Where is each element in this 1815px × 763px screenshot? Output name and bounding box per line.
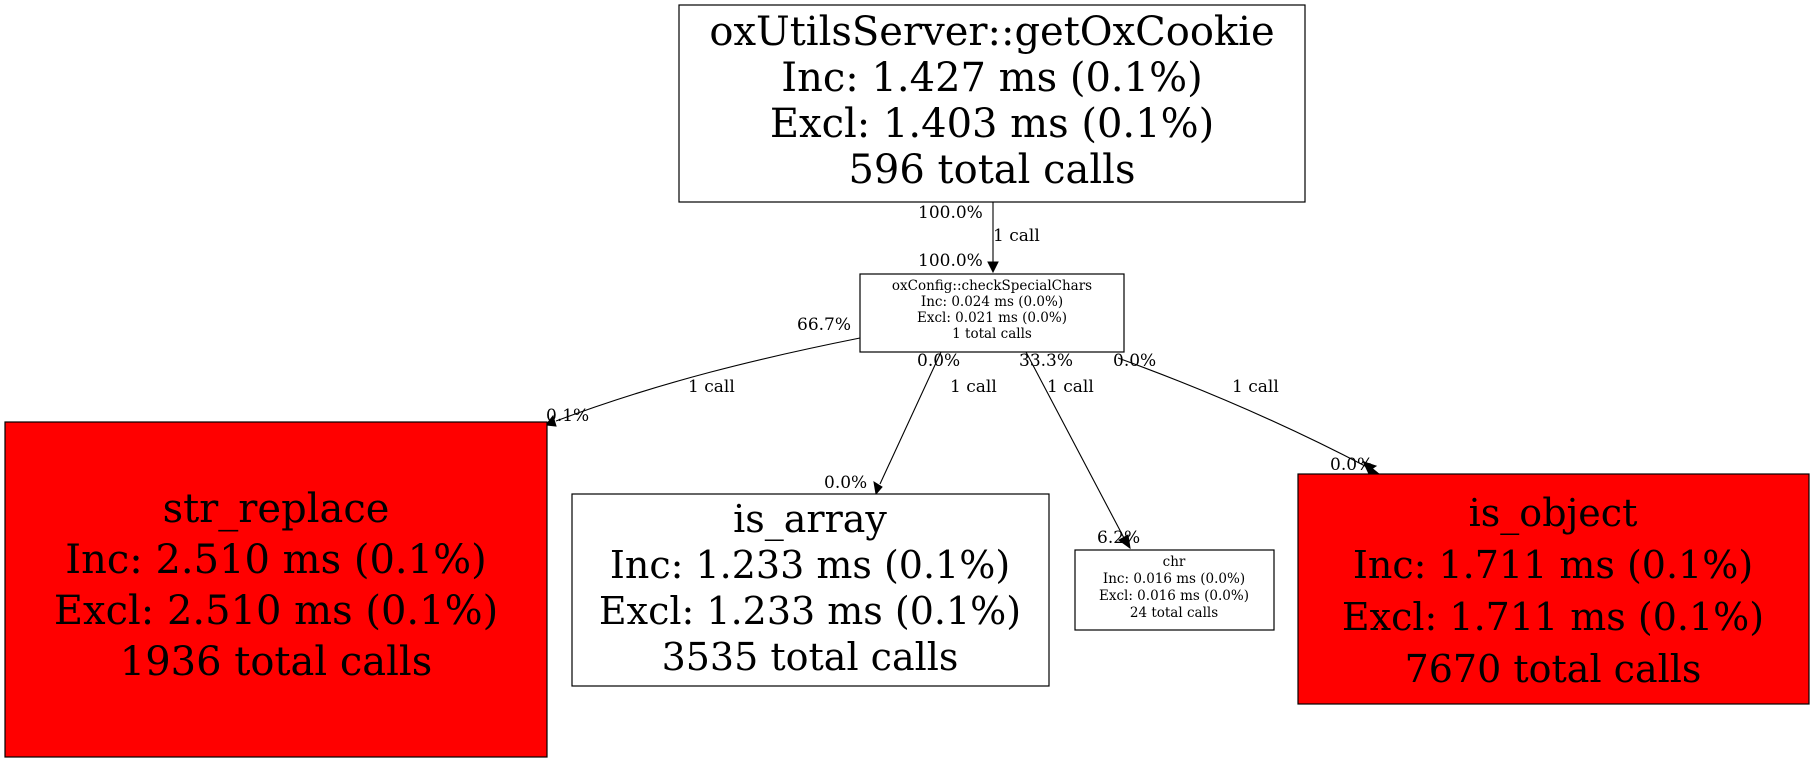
node-function-name: is_object: [1469, 491, 1638, 536]
node-inclusive-time: Inc: 1.233 ms (0.1%): [610, 543, 1010, 587]
node-function-name: chr: [1163, 554, 1186, 570]
edge-head-percent: 6.2%: [1097, 528, 1140, 548]
edge-call-label: 1 call: [1047, 377, 1094, 397]
node-checkspecialchars: oxConfig::checkSpecialChars Inc: 0.024 m…: [859, 273, 1125, 353]
edge-head-percent: 0.1%: [546, 406, 589, 426]
edge-checkspecialchars-to-chr: 33.3% 1 call 6.2%: [1019, 351, 1140, 550]
node-function-name: oxUtilsServer::getOxCookie: [709, 9, 1274, 55]
edge-call-label: 1 call: [688, 377, 735, 397]
node-is-array: is_array Inc: 1.233 ms (0.1%) Excl: 1.23…: [571, 493, 1050, 687]
node-exclusive-time: Excl: 0.021 ms (0.0%): [917, 310, 1067, 326]
node-box: [571, 493, 1050, 687]
edge-checkspecialchars-to-is-object: 0.0% 1 call 0.0%: [1113, 351, 1381, 475]
node-total-calls: 7670 total calls: [1405, 647, 1702, 691]
edge-head-percent: 100.0%: [918, 251, 983, 271]
node-function-name: str_replace: [163, 486, 390, 532]
node-function-name: is_array: [733, 497, 887, 542]
edge-tail-percent: 66.7%: [797, 315, 851, 335]
edge-head-percent: 0.0%: [824, 473, 867, 493]
node-exclusive-time: Excl: 1.403 ms (0.1%): [770, 101, 1214, 147]
edge-head-percent: 0.0%: [1330, 455, 1373, 475]
node-box: [678, 4, 1306, 203]
node-chr: chr Inc: 0.016 ms (0.0%) Excl: 0.016 ms …: [1074, 549, 1275, 631]
node-total-calls: 596 total calls: [848, 147, 1135, 193]
edge-checkspecialchars-to-is-array: 0.0% 1 call 0.0%: [824, 351, 997, 496]
node-function-name: oxConfig::checkSpecialChars: [892, 278, 1092, 294]
node-str-replace: str_replace Inc: 2.510 ms (0.1%) Excl: 2…: [4, 421, 548, 758]
node-inclusive-time: Inc: 2.510 ms (0.1%): [65, 537, 486, 583]
node-inclusive-time: Inc: 0.016 ms (0.0%): [1103, 571, 1245, 587]
node-exclusive-time: Excl: 0.016 ms (0.0%): [1099, 588, 1249, 604]
node-inclusive-time: Inc: 1.427 ms (0.1%): [781, 55, 1202, 101]
edge-checkspecialchars-to-str-replace: 66.7% 1 call 0.1%: [545, 315, 861, 427]
node-exclusive-time: Excl: 1.711 ms (0.1%): [1342, 595, 1764, 639]
edge-call-label: 1 call: [993, 226, 1040, 246]
node-box: [1074, 549, 1275, 631]
node-inclusive-time: Inc: 1.711 ms (0.1%): [1353, 543, 1753, 587]
node-exclusive-time: Excl: 1.233 ms (0.1%): [599, 589, 1021, 633]
edge-tail-percent: 100.0%: [918, 203, 983, 223]
edge-tail-percent: 0.0%: [1113, 351, 1156, 371]
edge-call-label: 1 call: [1232, 377, 1279, 397]
node-total-calls: 3535 total calls: [662, 635, 959, 679]
node-getoxcookie: oxUtilsServer::getOxCookie Inc: 1.427 ms…: [678, 4, 1306, 203]
node-total-calls: 24 total calls: [1130, 605, 1218, 621]
edge-tail-percent: 0.0%: [917, 351, 960, 371]
node-box: [1297, 473, 1810, 705]
node-total-calls: 1936 total calls: [120, 639, 432, 685]
node-total-calls: 1 total calls: [952, 326, 1032, 342]
node-box: [859, 273, 1125, 353]
node-box: [4, 421, 548, 758]
edge-tail-percent: 33.3%: [1019, 351, 1073, 371]
edge-call-label: 1 call: [950, 377, 997, 397]
node-inclusive-time: Inc: 0.024 ms (0.0%): [921, 294, 1063, 310]
node-is-object: is_object Inc: 1.711 ms (0.1%) Excl: 1.7…: [1297, 473, 1810, 705]
edge-getoxcookie-to-checkspecialchars: 100.0% 1 call 100.0%: [918, 202, 1040, 274]
node-exclusive-time: Excl: 2.510 ms (0.1%): [54, 588, 498, 634]
